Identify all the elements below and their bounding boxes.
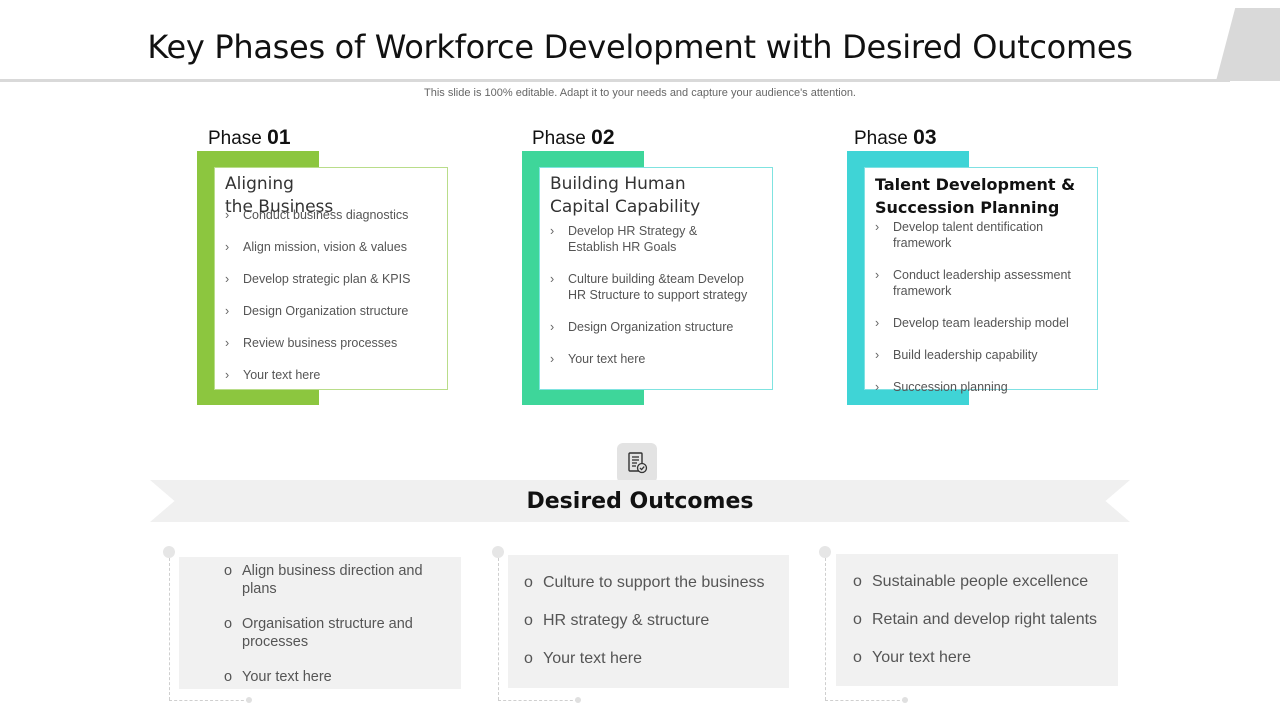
- phase-number: 02: [591, 126, 615, 149]
- outcome-box-1: Align business direction and plans Organ…: [179, 557, 461, 689]
- title-divider: [0, 79, 1230, 82]
- phase-label-01: Phase 01: [208, 126, 291, 150]
- connector-line: [825, 558, 826, 700]
- connector-dot: [819, 546, 831, 558]
- list-item: Your text here: [224, 668, 434, 686]
- phase-title-line: Aligning: [225, 174, 294, 194]
- list-item: Align mission, vision & values: [225, 239, 437, 255]
- outcome-box-3: Sustainable people excellence Retain and…: [836, 554, 1118, 686]
- list-item: Succession planning: [875, 379, 1075, 395]
- list-item: Develop talent dentification framework: [875, 219, 1075, 251]
- list-item: Your text here: [225, 367, 437, 383]
- list-item: Sustainable people excellence: [853, 572, 1118, 592]
- phase-list-03: Develop talent dentification framework C…: [875, 219, 1075, 395]
- phase-label-02: Phase 02: [532, 126, 615, 150]
- list-item: Organisation structure and processes: [224, 615, 434, 651]
- outcome-list-2: Culture to support the business HR strat…: [524, 573, 789, 669]
- phase-title-02: Building Human Capital Capability: [550, 173, 762, 219]
- list-item: Your text here: [853, 648, 1118, 668]
- outcome-list-1: Align business direction and plans Organ…: [224, 562, 434, 686]
- phase-list-01: Conduct business diagnostics Align missi…: [225, 207, 437, 383]
- list-item: Your text here: [524, 649, 789, 669]
- phase-card-03: Talent Development & Succession Planning…: [864, 167, 1098, 395]
- connector-line: [825, 700, 905, 701]
- list-item: Develop HR Strategy & Establish HR Goals: [550, 223, 750, 255]
- list-item: Your text here: [550, 351, 750, 367]
- outcomes-title: Desired Outcomes: [526, 489, 754, 514]
- list-item: Culture to support the business: [524, 573, 789, 593]
- connector-end: [902, 697, 908, 703]
- list-item: Develop strategic plan & KPIS: [225, 271, 437, 287]
- list-item: Review business processes: [225, 335, 437, 351]
- phase-label-text: Phase: [208, 128, 268, 149]
- phase-number: 03: [913, 126, 937, 149]
- list-item: Design Organization structure: [225, 303, 437, 319]
- document-check-icon: [617, 443, 657, 483]
- outcomes-ribbon: [150, 480, 1130, 522]
- list-item: Align business direction and plans: [224, 562, 434, 598]
- connector-line: [169, 700, 249, 701]
- phase-title-line: Succession Planning: [875, 198, 1060, 217]
- connector-line: [498, 700, 578, 701]
- phase-title-03: Talent Development & Succession Planning: [875, 173, 1087, 219]
- outcome-box-2: Culture to support the business HR strat…: [508, 555, 789, 688]
- connector-end: [575, 697, 581, 703]
- connector-line: [498, 558, 499, 700]
- phase-number: 01: [267, 126, 291, 149]
- list-item: Conduct leadership assessment framework: [875, 267, 1075, 299]
- list-item: Retain and develop right talents: [853, 610, 1118, 630]
- phase-card-01: Aligning the Business Conduct business d…: [214, 167, 448, 390]
- outcome-list-3: Sustainable people excellence Retain and…: [853, 572, 1118, 668]
- list-item: HR strategy & structure: [524, 611, 789, 631]
- phase-label-text: Phase: [854, 128, 914, 149]
- phase-label-text: Phase: [532, 128, 592, 149]
- connector-dot: [163, 546, 175, 558]
- page-title: Key Phases of Workforce Development with…: [147, 28, 1133, 66]
- list-item: Conduct business diagnostics: [225, 207, 437, 223]
- phase-list-02: Develop HR Strategy & Establish HR Goals…: [550, 223, 750, 367]
- list-item: Develop team leadership model: [875, 315, 1075, 331]
- connector-end: [246, 697, 252, 703]
- connector-line: [169, 558, 170, 700]
- page-subtitle: This slide is 100% editable. Adapt it to…: [424, 87, 856, 99]
- phase-title-line: Talent Development &: [875, 175, 1076, 194]
- list-item: Design Organization structure: [550, 319, 750, 335]
- phase-card-02: Building Human Capital Capability Develo…: [539, 167, 773, 390]
- phase-title-line: Building Human: [550, 174, 686, 194]
- list-item: Build leadership capability: [875, 347, 1075, 363]
- phase-title-line: Capital Capability: [550, 197, 701, 217]
- connector-dot: [492, 546, 504, 558]
- phase-label-03: Phase 03: [854, 126, 937, 150]
- list-item: Culture building &team Develop HR Struct…: [550, 271, 750, 303]
